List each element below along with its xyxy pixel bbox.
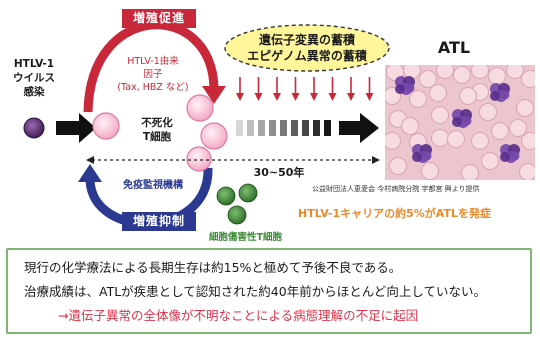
red-blood-cell — [459, 87, 477, 105]
infection-line: ウイルス — [13, 72, 55, 84]
red-blood-cell — [488, 67, 506, 85]
down-arrow-head — [273, 93, 281, 101]
progression-bar — [247, 120, 254, 136]
suppression-arrowhead — [78, 164, 102, 182]
red-blood-cell — [409, 90, 427, 108]
accumulation-arrows — [236, 77, 374, 101]
atl-cell-lobe — [395, 84, 405, 94]
red-blood-cell — [403, 65, 421, 79]
timeline-left-head — [86, 156, 94, 164]
down-arrow-head — [347, 93, 355, 101]
infection-line: HTLV-1 — [13, 58, 55, 70]
immortalized-t-cell — [186, 94, 214, 122]
atl-cell-lobe — [452, 117, 462, 127]
red-blood-cell — [506, 65, 524, 79]
red-blood-cell — [436, 65, 454, 79]
down-arrow-head — [365, 93, 374, 101]
down-arrow-head — [291, 93, 300, 101]
atl-cell-lobe — [405, 83, 415, 93]
atl-cell-lobe — [422, 151, 432, 161]
progression-bars — [236, 120, 331, 136]
red-blood-cell — [491, 122, 509, 140]
atl-cell-lobe — [490, 91, 500, 101]
red-blood-cell — [461, 164, 479, 180]
red-blood-cell — [421, 162, 439, 180]
atl-cell-lobe — [462, 116, 472, 126]
progression-bar — [291, 120, 298, 136]
duration-label: 30~50年 — [253, 166, 305, 179]
image-credit: 公益財団法人恵愛会 今村病院分院 宇都宮 興より提供 — [312, 185, 480, 193]
immune-surveillance-label: 免疫監視機構 — [123, 180, 183, 191]
infection-arrow — [56, 113, 96, 143]
red-blood-cell — [521, 132, 535, 150]
red-blood-cell — [429, 84, 447, 102]
red-blood-cell — [431, 106, 449, 124]
infection-line: 感染 — [23, 86, 45, 98]
red-blood-cell — [521, 70, 535, 88]
progression-bar — [280, 120, 287, 136]
atl-cell-lobe — [510, 151, 520, 161]
accumulation-line: 遺伝子変異の蓄積 — [258, 33, 355, 47]
progression-bar — [258, 120, 265, 136]
atl-label: ATL — [437, 38, 471, 57]
progression-bar — [324, 120, 331, 136]
accumulation-label: 遺伝子変異の蓄積 エピゲノム異常の蓄積 — [227, 32, 387, 64]
progression-bar — [302, 120, 309, 136]
red-blood-cell — [519, 163, 535, 180]
immortalized-label: 不死化 T細胞 — [130, 116, 184, 144]
atl-cell-lobe — [412, 152, 422, 162]
accumulation-oval — [224, 24, 390, 72]
immortalized-line: T細胞 — [142, 131, 172, 143]
atl-micrograph — [385, 65, 535, 180]
down-arrow-head — [236, 93, 244, 101]
red-blood-cell — [431, 129, 449, 147]
red-blood-cell — [453, 66, 471, 84]
red-blood-cell — [481, 152, 499, 170]
progression-bar — [269, 120, 276, 136]
red-blood-cell — [385, 132, 401, 150]
immortalized-t-cell — [200, 122, 228, 150]
cytotoxic-t-cell — [227, 205, 247, 225]
red-blood-cell — [419, 70, 437, 88]
suppression-label: 増殖抑制 — [122, 212, 196, 231]
summary-line-treatment: 治療成績は、ATLが疾患として認知された約40年前からほとんど向上していない。 — [24, 284, 486, 299]
cytotoxic-t-cell-label: 細胞傷害性T細胞 — [209, 232, 282, 243]
promotion-label: 増殖促進 — [122, 9, 196, 28]
atl-cell-lobe — [500, 152, 510, 162]
promotion-arrowhead — [202, 86, 226, 104]
viral-factor-line: HTLV-1由来 — [127, 56, 179, 67]
red-blood-cell — [479, 103, 497, 121]
progression-arrow — [339, 113, 379, 143]
red-blood-cell — [509, 119, 527, 137]
immortalized-t-cell — [92, 112, 120, 140]
red-blood-cell — [471, 132, 489, 150]
infection-label: HTLV-1 ウイルス 感染 — [3, 57, 65, 99]
summary-line-cause: →遺伝子異常の全体像が不明なことによる病態理解の不足に起因 — [58, 308, 419, 323]
red-blood-cell — [401, 117, 419, 135]
down-arrow-head — [254, 93, 263, 101]
viral-factor-label: HTLV-1由来 因子 (Tax, HBZ など) — [110, 55, 196, 94]
red-blood-cell — [471, 65, 489, 79]
timeline-right-head — [372, 156, 380, 164]
infected-cell — [23, 117, 45, 139]
progression-bar — [236, 120, 243, 136]
red-blood-cell — [389, 157, 407, 175]
summary-box: 現行の化学療法による長期生存は約15%と極めて予後不良である。 治療成績は、AT… — [6, 248, 532, 334]
viral-factor-line: (Tax, HBZ など) — [117, 82, 189, 93]
cytotoxic-t-cell — [216, 186, 236, 206]
viral-factor-line: 因子 — [143, 69, 163, 80]
pathogenesis-diagram — [23, 20, 535, 228]
summary-line-prognosis: 現行の化学療法による長期生存は約15%と極めて予後不良である。 — [24, 260, 402, 275]
cytotoxic-t-cell — [238, 183, 258, 203]
immortalized-t-cell — [186, 146, 212, 172]
down-arrow-head — [310, 93, 318, 101]
progression-bar — [313, 120, 320, 136]
red-blood-cell — [447, 130, 465, 148]
down-arrow-head — [328, 93, 337, 101]
immortalized-line: 不死化 — [141, 117, 173, 129]
accumulation-line: エピゲノム異常の蓄積 — [247, 49, 367, 63]
incidence-label: HTLV-1キャリアの約5%がATLを発症 — [298, 207, 491, 220]
red-blood-cell — [516, 99, 534, 117]
atl-cell-lobe — [500, 90, 510, 100]
